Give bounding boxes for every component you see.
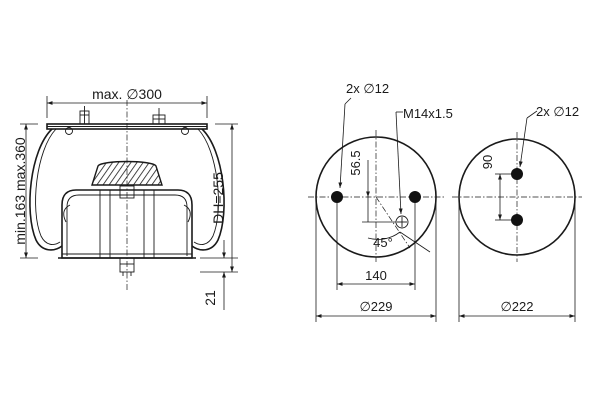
- mounting-hole-top: [511, 168, 523, 180]
- height-range-label: min.163 max.360: [12, 137, 28, 245]
- top-stud-left: [79, 106, 90, 125]
- bumper-bolt-head: [119, 185, 135, 199]
- top-diameter-label: ∅229: [359, 299, 392, 314]
- offset-label: 56.5: [348, 150, 363, 175]
- top-stud-right: [152, 108, 166, 125]
- left-crimp-curl: [65, 127, 73, 135]
- hole-spacing-label: 140: [365, 268, 387, 283]
- bottom-stud: [119, 257, 135, 276]
- design-height-label: DH=255: [210, 172, 226, 224]
- mounting-hole-right: [409, 191, 421, 203]
- mounting-hole-bottom: [511, 214, 523, 226]
- bottom-offset-label: 21: [202, 290, 218, 306]
- bottom-diameter-label: ∅222: [500, 299, 533, 314]
- top-hole-label: 2x ∅12: [346, 81, 389, 96]
- bellows-left-inner: [35, 128, 61, 245]
- bellows-right-outer: [191, 128, 225, 251]
- top-plate-view: 2x ∅12 M14x1.5 56.5 45° 140 ∅229: [308, 81, 453, 322]
- bottom-hole-label: 2x ∅12: [536, 104, 579, 119]
- rubber-bumper: [91, 160, 163, 186]
- air-spring-side-view: max. ∅300 min.163 max.360 DH=255 21: [12, 86, 238, 310]
- bellows-right-inner: [193, 128, 219, 245]
- angle-label: 45°: [373, 235, 393, 250]
- max-diameter-label: max. ∅300: [92, 86, 162, 102]
- right-crimp-curl: [181, 127, 189, 135]
- mounting-hole-left: [331, 191, 343, 203]
- thread-label: M14x1.5: [403, 106, 453, 121]
- bottom-spacing-label: 90: [480, 155, 495, 169]
- bottom-plate-view: 2x ∅12 90 ∅222: [452, 104, 582, 322]
- bellows-left-outer: [29, 128, 63, 251]
